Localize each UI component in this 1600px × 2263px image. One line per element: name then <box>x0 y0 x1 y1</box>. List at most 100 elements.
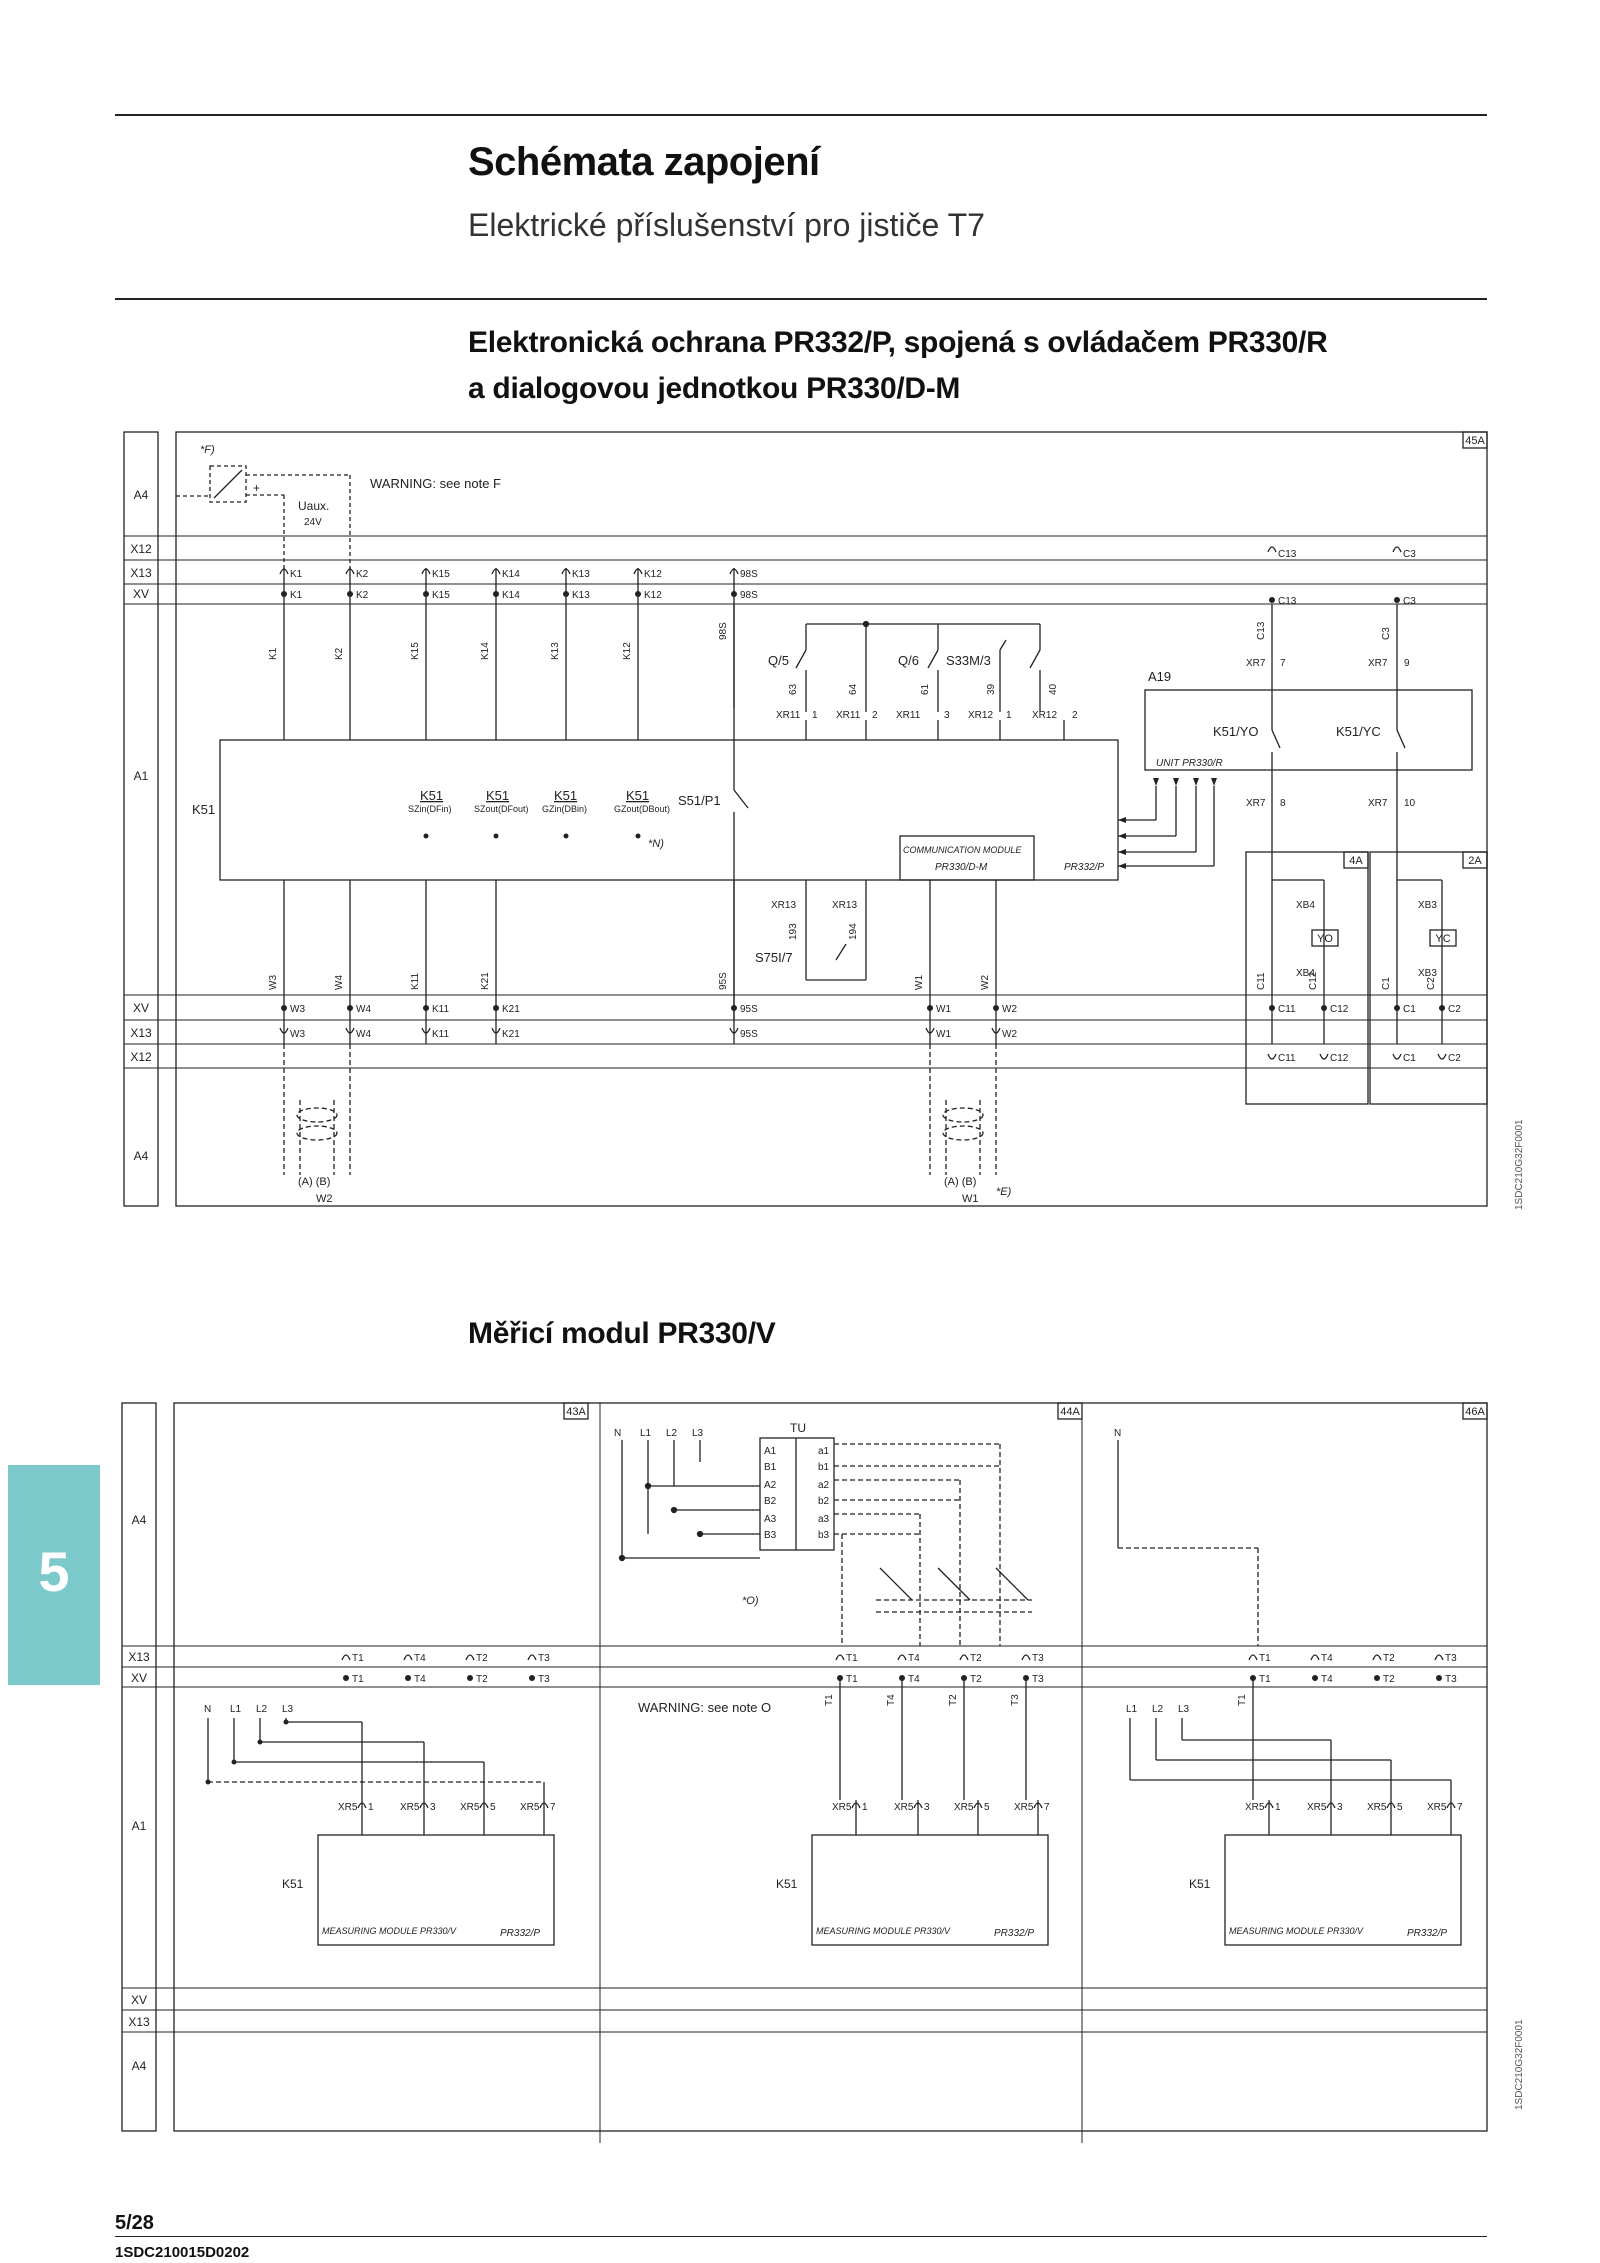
tu-terminal: b3 <box>818 1530 830 1541</box>
pin-number: 7 <box>1280 658 1286 669</box>
junction-dot <box>493 833 499 839</box>
terminal-label: W1 <box>936 1029 951 1040</box>
plug-symbol <box>479 1802 489 1809</box>
line-label: L1 <box>640 1428 652 1439</box>
d1-row-label: X13 <box>130 566 152 580</box>
terminal-label: K11 <box>432 1029 449 1040</box>
plug-symbol <box>341 1654 351 1661</box>
note-o: *O) <box>742 1595 759 1607</box>
xr5-pin: 1 <box>368 1802 374 1813</box>
section1-title-line2: a dialogovou jednotkou PR330/D-M <box>468 372 961 405</box>
terminal-label: T4 <box>908 1674 920 1685</box>
d2-row-label: X13 <box>128 2015 150 2029</box>
wire-label: 98S <box>718 622 729 640</box>
terminal-dot <box>731 591 737 597</box>
wire-label: C13 <box>1256 621 1267 640</box>
terminal-label: T1 <box>352 1653 364 1664</box>
terminal-dot <box>493 1005 499 1011</box>
terminal-label: K13 <box>572 590 590 601</box>
plug-symbol <box>421 568 431 575</box>
measuring-module-box <box>1224 1834 1462 1946</box>
sheet-4a: 4A <box>1349 855 1363 867</box>
terminal-label: T3 <box>538 1653 550 1664</box>
terminal-dot <box>1439 1005 1445 1011</box>
tu-terminal: b1 <box>818 1462 830 1473</box>
plug-symbol <box>973 1802 983 1809</box>
wire-label: W3 <box>268 975 279 990</box>
plug-symbol <box>1248 1654 1258 1661</box>
yo-coil <box>1311 929 1339 947</box>
xb3-label: XB3 <box>1418 968 1437 979</box>
plug-symbol <box>1386 1802 1396 1809</box>
diagram-pr332p: A4 X12 X13 XV A1 XV X13 X12 A4 45A *F) +… <box>123 431 1525 1210</box>
contact-k51: K51 <box>486 788 509 803</box>
page-title: Schémata zapojení <box>468 140 820 184</box>
section2-title: Měřicí modul PR330/V <box>468 1317 776 1350</box>
d1-row-label: X13 <box>130 1026 152 1040</box>
warning-text: WARNING: see note F <box>370 476 501 491</box>
contact-k51: K51 <box>420 788 443 803</box>
top-terminal-group: K1K1K1K2K2K2K15K15K15K14K14K14K13K13K13K… <box>268 546 1416 740</box>
uaux-label: Uaux. <box>298 499 329 513</box>
terminal-label: T2 <box>476 1653 488 1664</box>
sheet-ref: 46A <box>1465 1406 1485 1418</box>
wire-label: W4 <box>334 975 345 990</box>
line-label: L1 <box>230 1704 242 1715</box>
measuring-label: MEASURING MODULE PR330/V <box>816 1926 951 1936</box>
wire-label: K15 <box>410 642 421 660</box>
sheet-ref-box <box>1462 431 1488 449</box>
contact-label: GZout(DBout) <box>614 804 670 814</box>
plug-symbol <box>1319 1053 1329 1060</box>
plug-symbol <box>925 1027 935 1034</box>
contact-k51: K51 <box>554 788 577 803</box>
line-label: L3 <box>692 1428 704 1439</box>
terminal-label: W2 <box>1002 1004 1017 1015</box>
wire-number: 63 <box>788 683 799 695</box>
plug-symbol <box>539 1802 549 1809</box>
terminal-dot <box>635 591 641 597</box>
wire-label: T1 <box>1237 1694 1248 1706</box>
voltage-label: 24V <box>304 517 322 528</box>
xr5-label: XR5 <box>1307 1802 1327 1813</box>
plug-symbol <box>1021 1654 1031 1661</box>
k51-label: K51 <box>192 802 215 817</box>
wire-label: K14 <box>480 642 491 660</box>
terminal-dot <box>1394 597 1400 603</box>
plug-symbol <box>633 568 643 575</box>
q6-label: Q/6 <box>898 653 919 668</box>
xr13-label: XR13 <box>832 900 857 911</box>
plug-symbol <box>345 1027 355 1034</box>
plug-symbol <box>561 568 571 575</box>
tu-terminal: a3 <box>818 1514 830 1525</box>
k51-contacts: K51SZin(DFin)K51SZout(DFout)K51GZin(DBin… <box>408 788 670 839</box>
xr12-label: XR12 <box>968 710 993 721</box>
terminal-label: K14 <box>502 590 520 601</box>
terminal-label: 95S <box>740 1004 758 1015</box>
terminal-label: C3 <box>1403 596 1416 607</box>
d2-row-label: X13 <box>128 1650 150 1664</box>
measuring-module-box <box>317 1834 555 1946</box>
s75i-contact: XR13 XR13 S75I/7 193 194 <box>755 880 867 981</box>
plug-symbol <box>279 1027 289 1034</box>
s75i-label: S75I/7 <box>755 950 793 965</box>
uaux-source: *F) + Uaux. 24V WARNING: see note F <box>176 444 501 570</box>
d2-row-label: XV <box>131 1993 147 2007</box>
xr5-label: XR5 <box>894 1802 914 1813</box>
terminal-dot <box>423 591 429 597</box>
terminal-label: C13 <box>1278 549 1297 560</box>
terminal-label: K2 <box>356 590 369 601</box>
a19-label: A19 <box>1148 669 1171 684</box>
d2-row-label: A1 <box>132 1819 147 1833</box>
terminal-dot <box>1394 1005 1400 1011</box>
terminal-dot <box>993 1005 999 1011</box>
terminal-label: T3 <box>1032 1674 1044 1685</box>
plug-symbol <box>851 1802 861 1809</box>
junction-dot <box>423 833 429 839</box>
line-label: N <box>1114 1428 1121 1439</box>
xr5-label: XR5 <box>1014 1802 1034 1813</box>
plug-symbol <box>419 1802 429 1809</box>
wire-label: K2 <box>334 647 345 660</box>
wire-label: C11 <box>1256 972 1267 990</box>
